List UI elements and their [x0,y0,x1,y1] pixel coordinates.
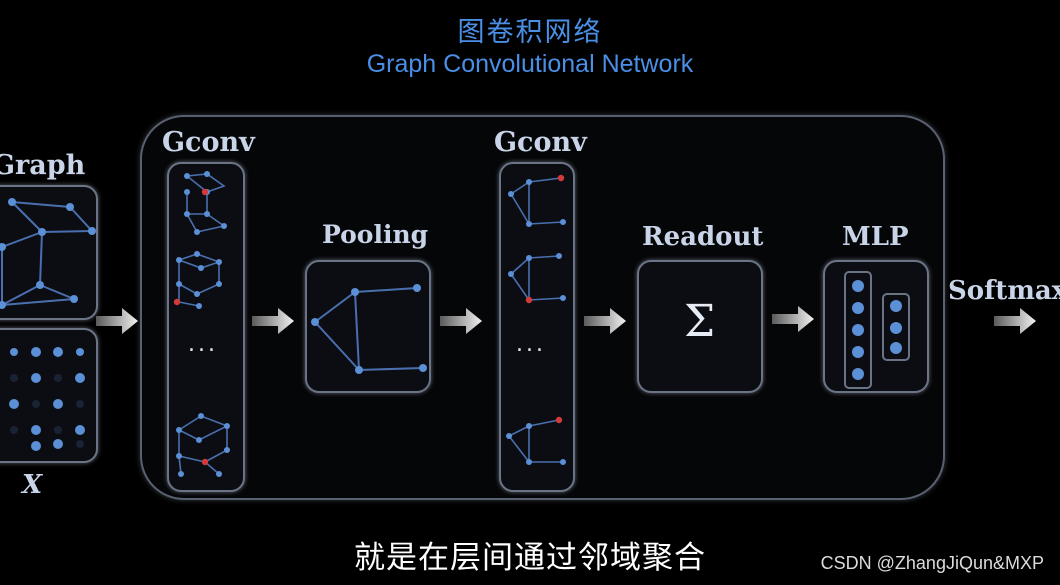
arrow-icon [440,308,482,334]
watermark: CSDN @ZhangJiQun&MXP [820,553,1044,573]
feature-matrix-panel [0,328,98,463]
readout-label: Readout [642,222,764,252]
video-subtitle: 就是在层间通过邻域聚合 [354,540,706,576]
input-graph-panel [0,185,98,320]
arrow-icon [584,308,626,334]
gconv-2-ellipsis: ... [516,332,546,357]
gconv-1-graphs [173,171,230,477]
graph-label: Graph [0,150,86,181]
arrow-icon [772,306,814,332]
input-graph-drawing [0,198,96,309]
mlp-panel [823,260,929,393]
mlp-label: MLP [842,222,909,252]
gconv-panel-1 [167,162,245,492]
pooled-graph [311,284,427,374]
arrow-icon [96,308,138,334]
diagram-title-chinese: 图卷积网络 [457,17,603,48]
gconv-label-1: Gconv [162,127,255,158]
softmax-label: Softmax [948,276,1060,306]
diagram-title-english: Graph Convolutional Network [366,50,694,78]
sigma-icon: Σ [684,296,716,347]
gconv-2-graphs [506,174,566,465]
arrow-icon [252,308,294,334]
pooling-panel [305,260,431,393]
readout-panel [637,260,763,393]
mlp-layers [844,271,910,389]
feature-matrix-dots [9,347,85,451]
x-label: X [22,470,43,500]
gconv-label-2: Gconv [494,127,587,158]
gconv-panel-2 [499,162,575,492]
arrow-icon [994,308,1036,334]
gconv-1-ellipsis: ... [188,332,218,357]
pooling-label: Pooling [322,220,429,249]
